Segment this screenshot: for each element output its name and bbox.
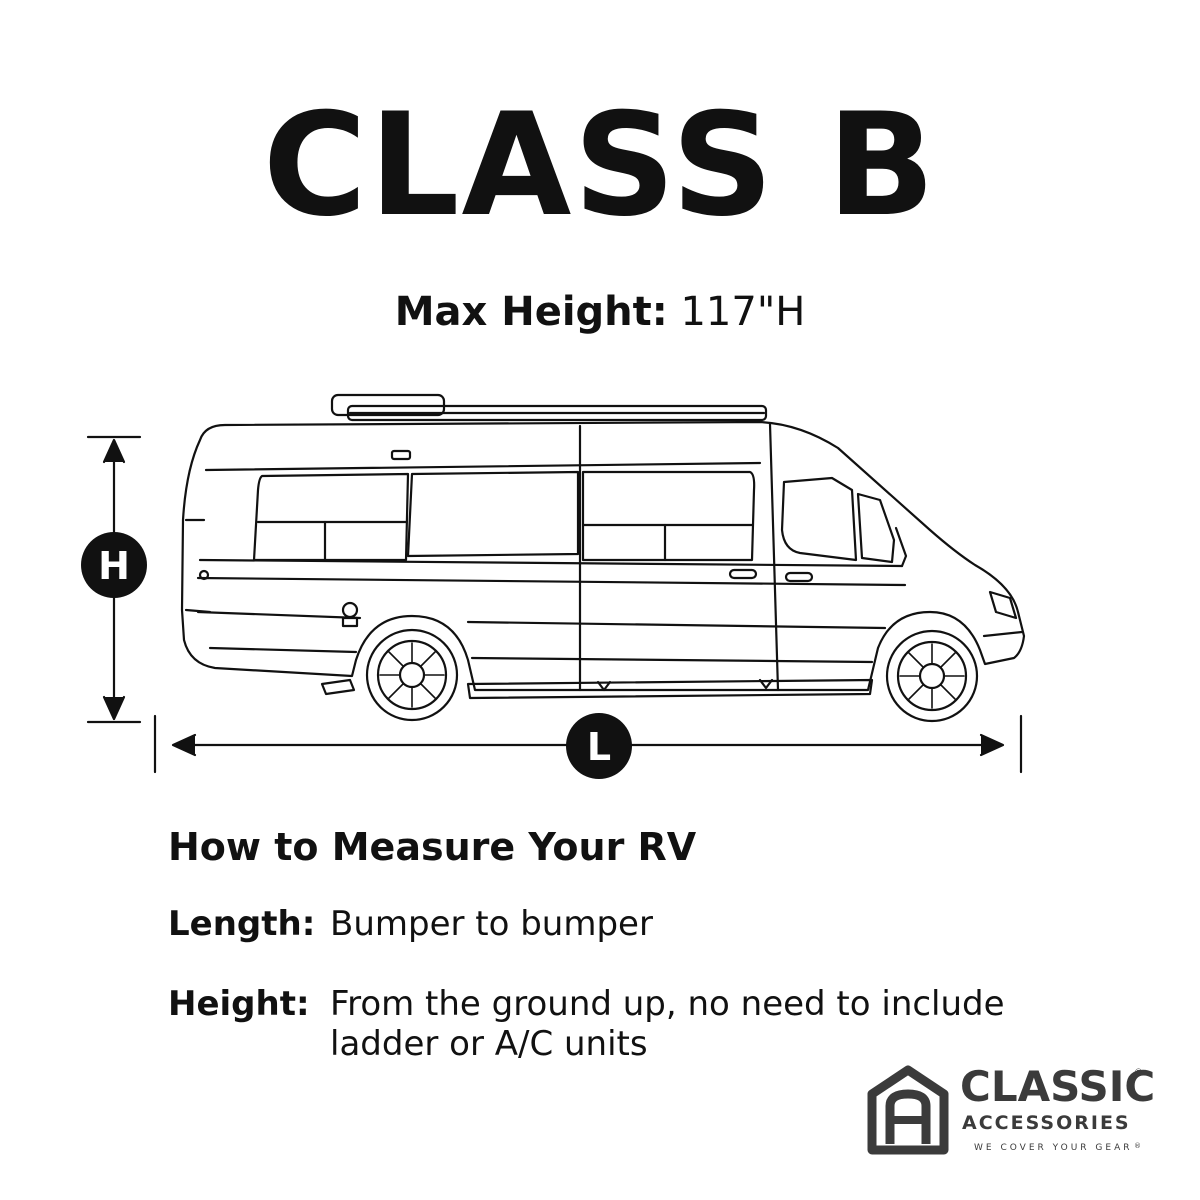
logo-mark-icon: [867, 1065, 949, 1155]
rear-wheel: [365, 628, 459, 722]
height-text: From the ground up, no need to include l…: [330, 984, 1005, 1064]
max-height-label: Max Height:: [394, 289, 668, 335]
classic-accessories-logo: CLASSIC ® ACCESSORIES WE COVER YOUR GEAR…: [862, 1058, 1156, 1168]
height-marker-badge: H: [81, 532, 147, 598]
length-marker-badge: L: [566, 713, 632, 779]
max-height-value: 117"H: [680, 289, 806, 335]
height-instruction: Height: From the ground up, no need to in…: [168, 984, 1050, 1064]
page-title: CLASS B: [262, 83, 938, 248]
length-instruction: Length: Bumper to bumper: [168, 904, 653, 944]
length-label: Length:: [168, 904, 316, 944]
rv-measurement-diagram: H L: [81, 393, 1026, 779]
van-illustration: [180, 393, 1026, 700]
length-marker-letter: L: [587, 725, 611, 769]
height-label: Height:: [168, 984, 310, 1024]
height-marker-letter: H: [98, 544, 130, 588]
length-text: Bumper to bumper: [330, 904, 653, 944]
logo-line2: ACCESSORIES: [962, 1112, 1131, 1134]
logo-tagline: WE COVER YOUR GEAR: [974, 1143, 1133, 1153]
logo-line1: CLASSIC: [960, 1062, 1156, 1111]
max-height-spec: Max Height: 117"H: [0, 292, 1200, 332]
howto-heading: How to Measure Your RV: [168, 825, 697, 869]
front-wheel: [885, 629, 979, 723]
